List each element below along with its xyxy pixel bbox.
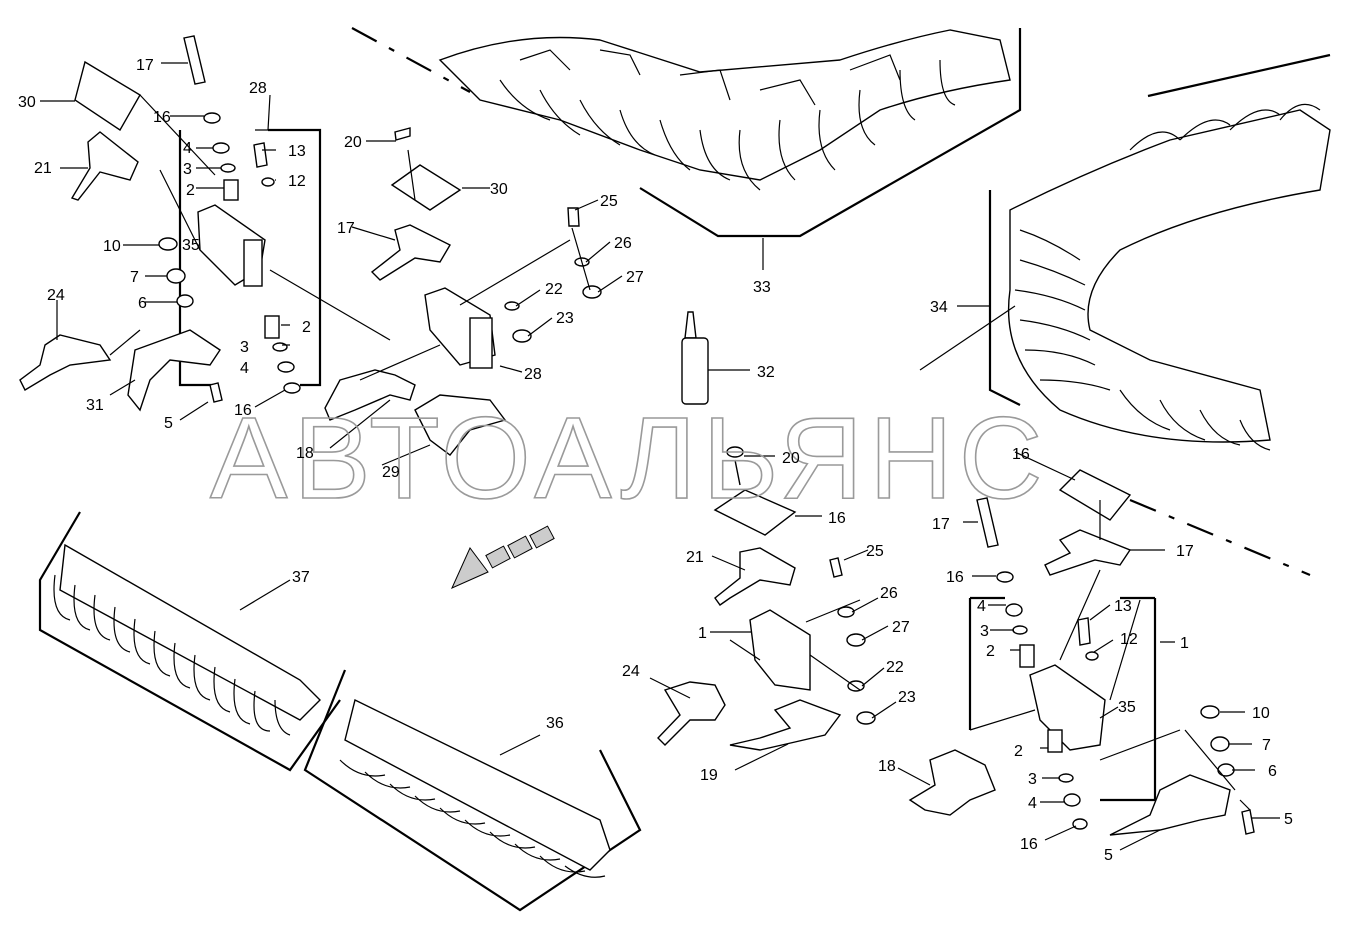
callout-34: 34 [930,299,948,316]
callout-22: 22 [545,281,563,298]
callout-2: 2 [186,182,195,199]
callout-32: 32 [757,364,775,381]
callout-15: 17 [136,57,154,74]
callout-22b: 22 [886,659,904,676]
callout-19: 19 [700,767,718,784]
callout-labels: 17 30 28 16 4 3 2 13 12 21 10 35 7 6 24 … [18,57,1293,864]
callout-7: 6 [138,295,147,312]
part-32 [681,311,750,405]
callout-4c: 4 [977,598,986,615]
callout-25b: 25 [866,543,884,560]
callout-8b: 7 [1262,737,1271,754]
knife-belt-34 [988,53,1331,577]
callout-37: 37 [292,569,310,586]
callout-18b: 18 [878,758,896,775]
callout-21: 21 [34,160,52,177]
direction-arrow [451,525,555,589]
callout-4b: 4 [240,360,249,377]
callout-27: 27 [626,269,644,286]
callout-14c: 16 [946,569,964,586]
knife-belt-37 [38,511,341,772]
callout-24: 24 [47,287,65,304]
callout-2d: 2 [1014,743,1023,760]
callout-12: 12 [288,173,306,190]
callout-4: 4 [183,140,192,157]
callout-12b: 12 [1120,631,1138,648]
callout-35b: 35 [1118,699,1136,716]
callout-29: 29 [382,464,400,481]
callout-24b: 24 [622,663,640,680]
callout-2c: 2 [986,643,995,660]
callout-31: 31 [86,397,104,414]
callout-30b: 30 [490,181,508,198]
callout-6b: 5 [1284,811,1293,828]
callout-35: 35 [182,237,200,254]
knife-belt-36 [303,669,642,912]
callout-23: 23 [556,310,574,327]
callout-25: 25 [600,193,618,210]
left-assembly [19,35,391,421]
callout-14d: 16 [1020,836,1038,853]
callout-26b: 26 [880,585,898,602]
center-assembly [324,127,623,466]
callout-10b: 10 [1252,705,1270,722]
callout-30: 30 [18,94,36,111]
leader-36 [499,734,541,756]
callout-2b: 2 [302,319,311,336]
callout-20b: 20 [782,450,800,467]
leader-37 [239,579,291,611]
callout-28: 28 [249,80,267,97]
callout-13: 13 [288,143,306,160]
lower-center-assembly [649,446,897,771]
callout-4d: 4 [1028,795,1037,812]
callout-3b: 3 [240,339,249,356]
watermark: АВТОАЛЬЯНС [210,393,1049,523]
callout-16: 16 [828,510,846,527]
callout-10: 10 [103,238,121,255]
callout-33: 33 [753,279,771,296]
callout-13b: 13 [1114,598,1132,615]
callout-14: 16 [153,109,171,126]
callout-1: 1 [698,625,707,642]
callout-27b: 27 [892,619,910,636]
callout-15b: 17 [932,516,950,533]
callout-18: 18 [296,445,314,462]
callout-8: 7 [130,269,139,286]
callout-17b: 17 [1176,543,1194,560]
callout-1b: 1 [1180,635,1189,652]
callout-28b: 28 [524,366,542,383]
right-assembly [897,305,1280,851]
callout-3: 3 [183,161,192,178]
callout-14b: 16 [234,402,252,419]
callout-17: 17 [337,220,355,237]
callout-16b: 16 [1012,446,1030,463]
callout-20: 20 [344,134,362,151]
callout-7b: 6 [1268,763,1277,780]
callout-3c: 3 [980,623,989,640]
callout-26: 26 [614,235,632,252]
callout-36: 36 [546,715,564,732]
callout-5: 5 [1104,847,1113,864]
callout-21b: 21 [686,549,704,566]
knife-belt-33 [351,27,1022,238]
callout-23b: 23 [898,689,916,706]
callout-6: 5 [164,415,173,432]
callout-3d: 3 [1028,771,1037,788]
